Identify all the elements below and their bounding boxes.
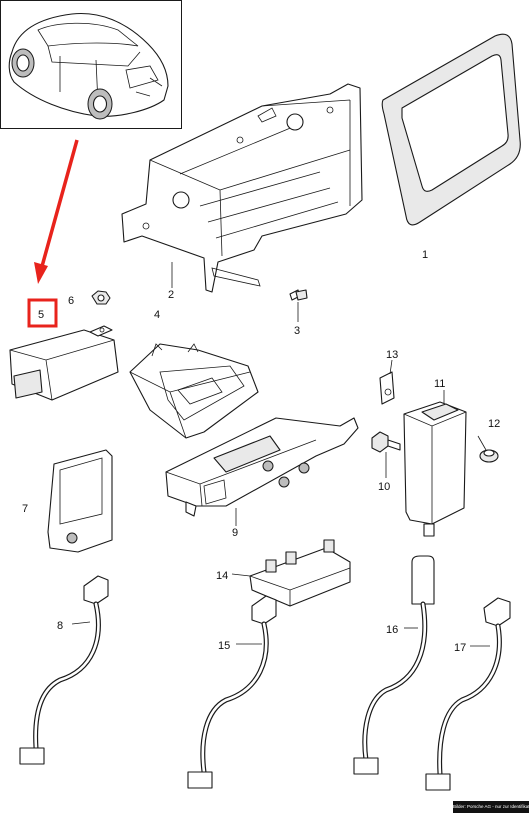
part-14-bracket <box>249 539 351 607</box>
part-7-bracket-plate <box>47 449 113 553</box>
red-pointer-arrow <box>34 139 79 284</box>
callout-9: 9 <box>232 527 238 539</box>
part-1-display-frame <box>381 33 521 226</box>
part-17-cable <box>425 597 511 791</box>
callout-16: 16 <box>386 624 398 636</box>
callout-8: 8 <box>57 620 63 632</box>
part-16-cable <box>353 555 435 775</box>
callout-6: 6 <box>68 295 74 307</box>
part-8-cable <box>19 575 109 765</box>
callout-14: 14 <box>216 570 228 582</box>
callout-1: 1 <box>422 249 428 261</box>
part-15-cable <box>187 595 277 789</box>
callout-7: 7 <box>22 503 28 515</box>
callout-15: 15 <box>218 640 230 652</box>
copyright-notice: Bilder: Porsche AG - nur zur Identifikat… <box>453 801 529 813</box>
part-3-screw <box>289 289 308 301</box>
callout-4: 4 <box>154 309 160 321</box>
callout-3: 3 <box>294 325 300 337</box>
part-10-bolt <box>371 431 401 453</box>
callout-11: 11 <box>434 378 445 390</box>
callout-5: 5 <box>38 309 44 321</box>
part-12-cap-nut <box>479 449 499 463</box>
callout-12: 12 <box>488 418 500 430</box>
part-2-mounting-bracket <box>121 83 363 293</box>
part-9-tuner-module <box>165 417 359 517</box>
callout-2: 2 <box>168 289 174 301</box>
highlight-box <box>27 298 58 328</box>
part-6-nut <box>91 290 111 305</box>
callout-13: 13 <box>386 349 398 361</box>
part-4-holder <box>129 343 259 439</box>
callout-17: 17 <box>454 642 466 654</box>
part-13-clip <box>379 371 395 405</box>
callout-10: 10 <box>378 481 390 493</box>
part-5-control-unit <box>9 325 119 401</box>
vehicle-thumbnail <box>0 0 182 129</box>
leader-lines <box>71 262 490 647</box>
part-11-amplifier <box>403 401 467 537</box>
